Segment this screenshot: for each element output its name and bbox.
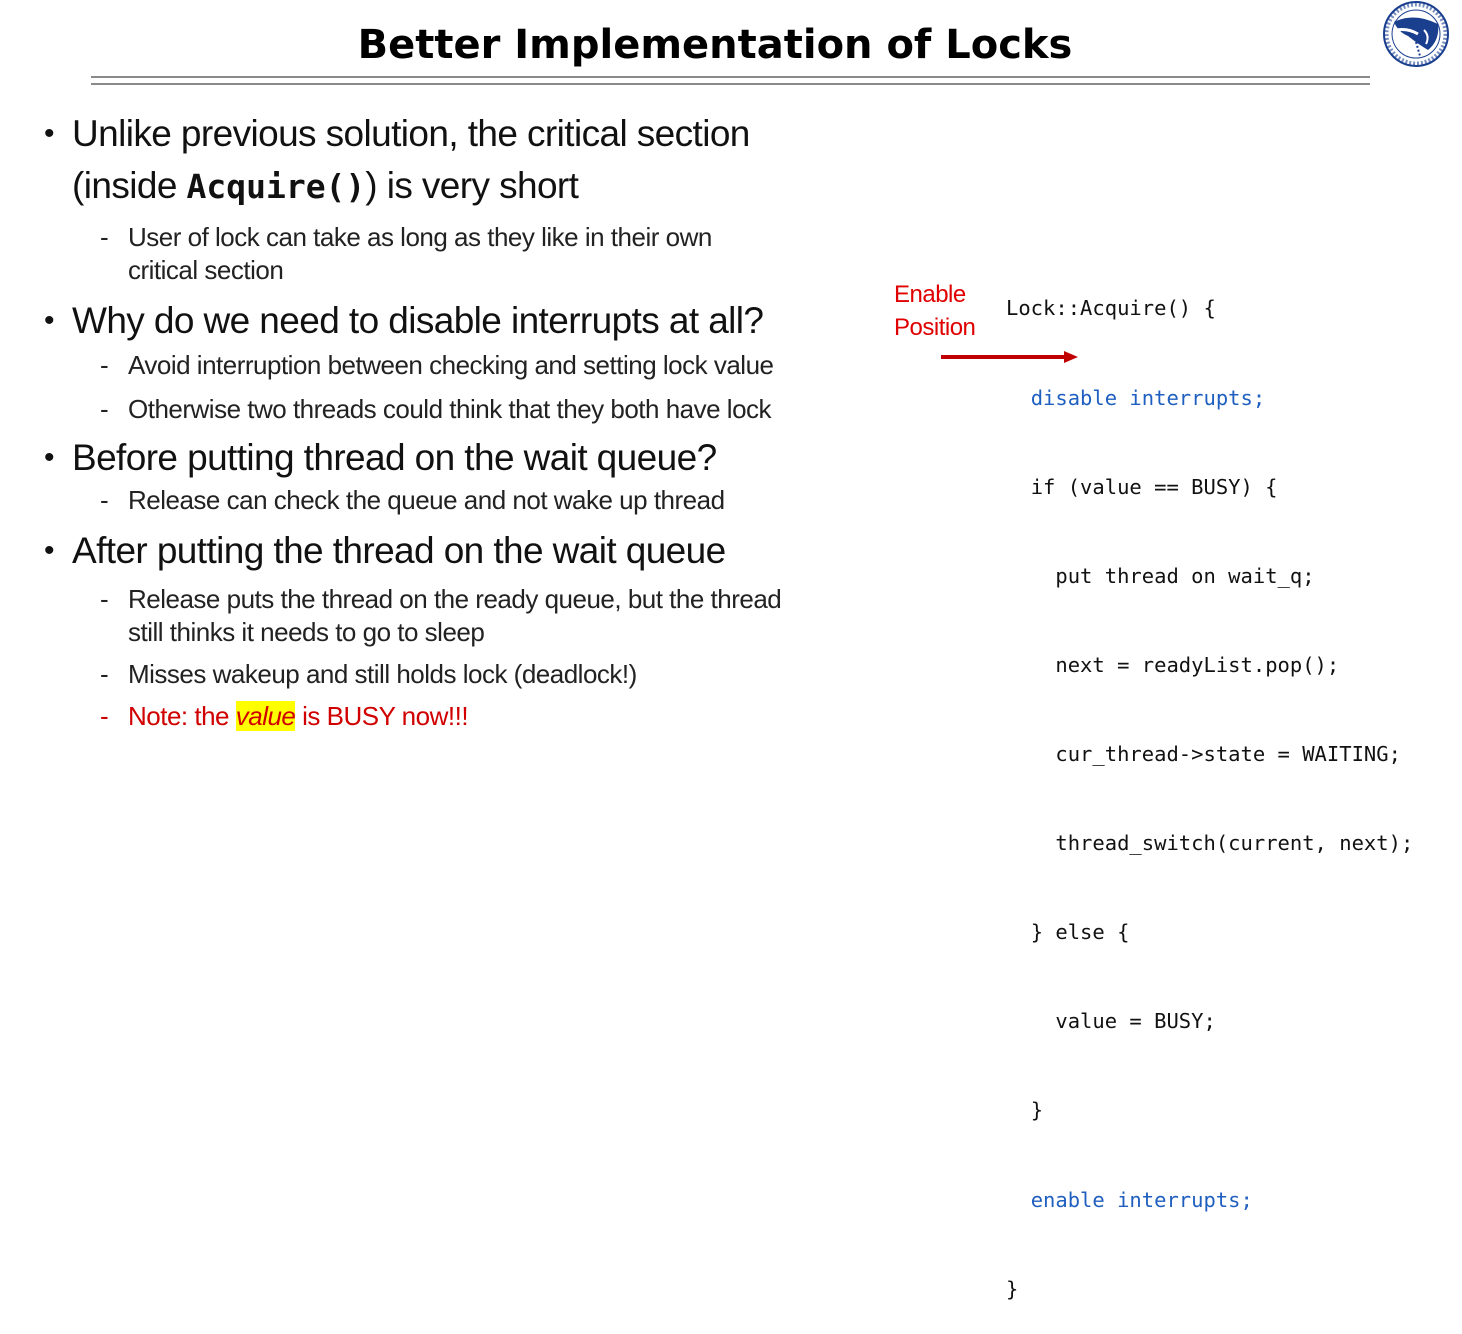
slide-title: Better Implementation of Locks (357, 22, 1073, 68)
bullet-item: • Why do we need to disable interrupts a… (44, 295, 874, 347)
bullet-list: • Unlike previous solution, the critical… (44, 108, 874, 733)
code-line: enable interrupts; (1030, 1187, 1253, 1212)
bullet-text: Before putting thread on the wait queue? (72, 437, 717, 478)
note-text-suffix: is BUSY now!!! (295, 701, 469, 731)
bullet-text-suffix: ) is very short (365, 165, 579, 206)
sub-bullet-item: - Avoid interruption between checking an… (44, 349, 874, 382)
sub-bullet-item: - User of lock can take as long as they … (44, 221, 874, 287)
bullet-text: After putting the thread on the wait que… (72, 530, 726, 571)
university-seal-logo-icon (1383, 1, 1449, 67)
dash-icon: - (100, 584, 109, 614)
arrow-right-icon (941, 351, 1078, 363)
code-line: } else { (1030, 920, 1130, 945)
sub-bullet-text: User of lock can take as long as they li… (128, 222, 712, 252)
bullet-dot-icon: • (44, 441, 55, 474)
sub-bullet-item: - Otherwise two threads could think that… (44, 393, 874, 426)
dash-icon: - (100, 701, 109, 731)
bullet-dot-icon: • (44, 534, 55, 567)
sub-bullet-item: - Misses wakeup and still holds lock (de… (44, 658, 874, 691)
title-divider-top (91, 76, 1370, 78)
code-line: if (value == BUSY) { (1030, 474, 1278, 499)
bullet-dot-icon: • (44, 117, 55, 150)
code-line: } (1006, 1276, 1019, 1301)
note-highlight: value (235, 701, 296, 731)
code-line: value = BUSY; (1055, 1009, 1216, 1034)
bullet-item: • Before putting thread on the wait queu… (44, 432, 874, 484)
sub-bullet-text: Avoid interruption between checking and … (128, 350, 774, 380)
sub-bullet-text: Release puts the thread on the ready que… (128, 584, 782, 614)
code-line: next = readyList.pop(); (1055, 652, 1340, 677)
annotation-line2: Position (894, 314, 976, 341)
bullet-text: Unlike previous solution, the critical s… (72, 113, 750, 154)
annotation-line1: Enable (894, 281, 966, 308)
title-divider-bottom (91, 83, 1370, 85)
bullet-dot-icon: • (44, 304, 55, 337)
code-inline: Acquire() (186, 167, 366, 206)
sub-bullet-item: - Release puts the thread on the ready q… (44, 583, 874, 649)
dash-icon: - (100, 659, 109, 689)
sub-bullet-text: Otherwise two threads could think that t… (128, 394, 772, 424)
sub-bullet-text: Misses wakeup and still holds lock (dead… (128, 659, 637, 689)
sub-bullet-note: - Note: the value is BUSY now!!! (44, 700, 874, 733)
code-line: disable interrupts; (1030, 385, 1266, 410)
note-text-prefix: Note: the (128, 701, 236, 731)
code-line: put thread on wait_q; (1055, 563, 1315, 588)
sub-bullet-item: - Release can check the queue and not wa… (44, 484, 874, 517)
sub-bullet-text-cont: still thinks it needs to go to sleep (128, 617, 485, 647)
sub-bullet-text: Release can check the queue and not wake… (128, 485, 725, 515)
bullet-text-prefix: (inside (72, 165, 187, 206)
bullet-item: • After putting the thread on the wait q… (44, 525, 874, 577)
code-line: Lock::Acquire() { (1006, 296, 1216, 321)
code-line: thread_switch(current, next); (1055, 831, 1414, 856)
dash-icon: - (100, 350, 109, 380)
bullet-item: • Unlike previous solution, the critical… (44, 108, 874, 213)
dash-icon: - (100, 485, 109, 515)
dash-icon: - (100, 394, 109, 424)
code-line: cur_thread->state = WAITING; (1055, 741, 1401, 766)
code-line: } (1030, 1098, 1044, 1123)
sub-bullet-text-cont: critical section (128, 255, 284, 285)
dash-icon: - (100, 222, 109, 252)
enable-position-label: Enable Position (894, 278, 976, 344)
code-block: Lock::Acquire() { disable interrupts; if… (1006, 235, 1413, 1334)
bullet-text: Why do we need to disable interrupts at … (72, 300, 764, 341)
